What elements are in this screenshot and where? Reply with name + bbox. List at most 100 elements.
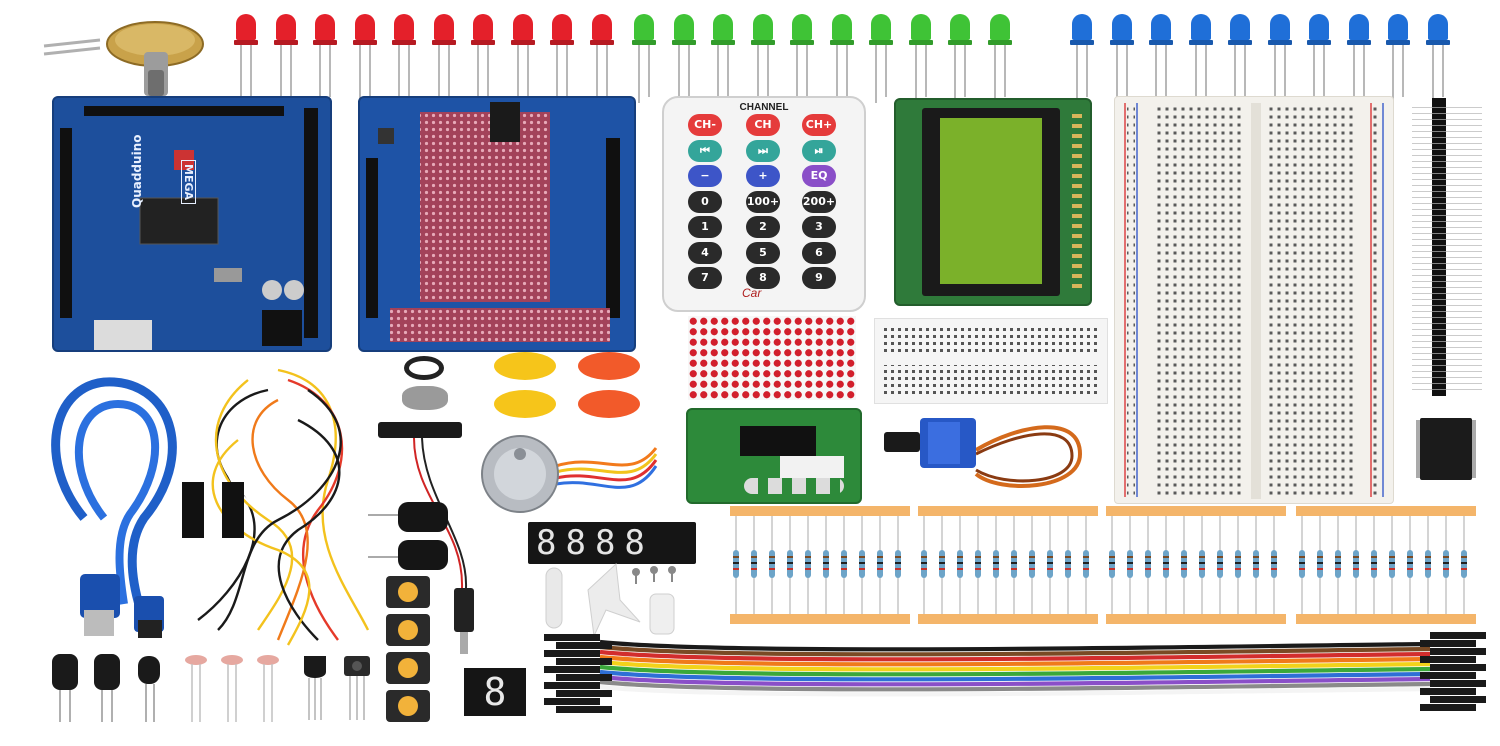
push-button-2 xyxy=(386,614,430,646)
four-digit-display: 8888 xyxy=(528,522,696,564)
led xyxy=(632,14,656,103)
buzzer-2 xyxy=(398,540,448,570)
temp-sensor xyxy=(300,656,330,722)
buzzer-legs xyxy=(368,514,398,558)
mini-breadboard xyxy=(874,318,1108,404)
remote-key[interactable]: 6 xyxy=(802,241,836,264)
led xyxy=(589,14,614,103)
usb-cable-graphic xyxy=(51,377,177,638)
remote-key[interactable]: ⏭ xyxy=(746,139,780,162)
led xyxy=(829,14,854,103)
driver-chip xyxy=(740,426,816,456)
remote-key[interactable]: CH xyxy=(746,114,780,136)
ir-receiver-module-graphic xyxy=(344,656,370,720)
ic-chip xyxy=(1420,418,1472,480)
led xyxy=(234,14,258,103)
lcd-pins xyxy=(1072,114,1082,290)
led xyxy=(1425,14,1450,103)
mega-brand-label: Quadduino xyxy=(130,134,144,208)
led xyxy=(1307,14,1331,103)
mega-board-traces xyxy=(60,106,318,350)
yellow-cap-1 xyxy=(494,352,556,380)
resistor-strip xyxy=(1296,506,1476,624)
remote-key[interactable]: ⏯ xyxy=(802,139,836,162)
resistor-strip xyxy=(918,506,1098,624)
single-digit-readout: 8 xyxy=(483,670,507,714)
led xyxy=(987,14,1012,103)
remote-key[interactable]: CH- xyxy=(688,114,722,136)
led xyxy=(392,14,416,103)
led xyxy=(1228,14,1252,103)
jumper-wire-bundle xyxy=(178,360,378,650)
led xyxy=(948,14,972,103)
single-digit-display: 8 xyxy=(464,668,526,716)
jumper-caps xyxy=(182,482,248,538)
led xyxy=(711,14,735,103)
dc-barrel-cable xyxy=(374,418,494,658)
push-button-3 xyxy=(386,652,430,684)
remote-key[interactable]: 7 xyxy=(688,267,722,289)
potentiometer-graphic xyxy=(43,21,204,96)
remote-key[interactable]: 1 xyxy=(688,216,722,238)
resistor-strip xyxy=(730,506,910,624)
dupont-ribbon-cable xyxy=(540,630,1490,726)
ir-receiver-module xyxy=(340,656,374,722)
led xyxy=(1188,14,1213,103)
led xyxy=(1346,14,1371,103)
red-cap-2 xyxy=(578,390,640,418)
remote-key[interactable]: CH+ xyxy=(802,114,836,136)
servo-horns xyxy=(536,560,696,640)
remote-key[interactable]: 8 xyxy=(746,267,780,289)
lcd-module xyxy=(894,98,1092,306)
remote-key[interactable]: EQ xyxy=(802,165,836,187)
remote-key[interactable]: − xyxy=(688,165,722,187)
remote-key[interactable]: 2 xyxy=(746,216,780,238)
remote-key[interactable]: 9 xyxy=(802,267,836,289)
temp-sensor-graphic xyxy=(304,656,326,720)
remote-key[interactable]: 4 xyxy=(688,241,722,264)
led xyxy=(1149,14,1173,103)
led-matrix xyxy=(688,316,856,400)
remote-brand: Car xyxy=(742,286,762,300)
hex-nut xyxy=(402,386,448,410)
led xyxy=(352,14,377,103)
photoresistors xyxy=(182,654,292,724)
proto-shield-grid xyxy=(366,102,620,342)
mega-model-label: MEGA xyxy=(181,160,196,205)
led xyxy=(908,14,933,103)
led xyxy=(790,14,814,103)
resistor-strip xyxy=(1106,506,1286,624)
led xyxy=(273,14,298,103)
led xyxy=(869,14,893,103)
remote-key[interactable]: 200+ xyxy=(802,190,836,213)
four-digit-readout: 8888 xyxy=(536,523,654,563)
stepper-graphic xyxy=(481,435,658,513)
driver-connector xyxy=(780,456,844,478)
mega-board: Quadduino MEGA xyxy=(52,96,332,352)
mini-breadboard-holes xyxy=(881,325,1101,397)
led xyxy=(671,14,696,103)
remote-key[interactable]: 0 xyxy=(688,190,722,213)
led xyxy=(1386,14,1410,103)
led xyxy=(550,14,574,103)
led xyxy=(313,14,337,103)
remote-key[interactable]: 3 xyxy=(802,216,836,238)
large-breadboard-holes xyxy=(1124,103,1384,499)
red-cap-1 xyxy=(578,352,640,380)
led xyxy=(750,14,775,103)
remote-key[interactable]: 5 xyxy=(746,241,780,264)
proto-shield xyxy=(358,96,636,352)
ir-receivers-graphic xyxy=(52,654,160,722)
ribbon-graphic xyxy=(544,632,1486,713)
remote-key[interactable]: ⏮ xyxy=(688,139,722,162)
led xyxy=(510,14,535,103)
remote-key[interactable]: 100+ xyxy=(746,190,780,213)
dc-cable-graphic xyxy=(378,422,474,654)
led xyxy=(1109,14,1134,103)
photoresistors-graphic xyxy=(185,655,279,722)
led xyxy=(471,14,495,103)
remote-key[interactable]: + xyxy=(746,165,780,187)
led xyxy=(1070,14,1094,103)
ir-receivers xyxy=(50,654,170,724)
